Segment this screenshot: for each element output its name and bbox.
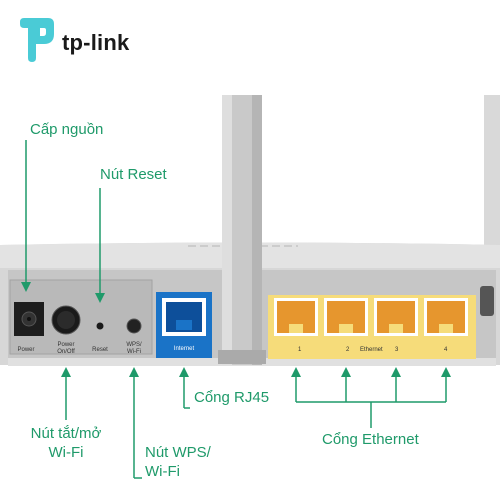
tp-link-logo-icon	[20, 18, 54, 62]
label-wps: WPS/ Wi-Fi	[122, 342, 146, 356]
label-ethernet: Ethernet	[360, 347, 383, 353]
callout-rj45: Cổng RJ45	[194, 389, 270, 406]
label-ethernet-1: 1	[298, 347, 302, 353]
label-wps-line1: WPS/	[126, 342, 142, 348]
label-internet: Internet	[173, 346, 195, 352]
callout-power-input: Cấp nguồn	[30, 121, 104, 138]
callout-wps-line1: Nút WPS/	[145, 444, 211, 461]
label-ethernet-2: 2	[346, 347, 350, 353]
brand-name: tp-link	[62, 30, 130, 55]
lan-port-2	[324, 298, 368, 336]
callout-ethernet: Cổng Ethernet	[322, 431, 419, 448]
label-power-onoff-line2: On/Off	[57, 349, 75, 355]
wps-button-icon	[126, 318, 142, 334]
callout-wps: Nút WPS/ Wi-Fi	[145, 443, 211, 481]
label-ethernet-3: 3	[395, 347, 399, 353]
label-power: Power	[17, 347, 35, 353]
label-ethernet-4: 4	[444, 347, 448, 353]
callout-wps-line2: Wi-Fi	[145, 463, 180, 480]
brand-logo	[16, 16, 56, 64]
lan-port-4	[424, 298, 468, 336]
label-power-onoff: Power On/Off	[52, 342, 80, 356]
callout-power-switch: Nút tắt/mở Wi-Fi	[30, 424, 102, 462]
callout-power-switch-line1: Nút tắt/mở	[30, 425, 102, 442]
callout-reset: Nút Reset	[100, 166, 167, 183]
reset-hole-icon	[96, 322, 104, 330]
lan-port-1	[274, 298, 318, 336]
label-reset: Reset	[92, 347, 108, 353]
label-power-onoff-line1: Power	[57, 342, 75, 348]
arrow-ethernet-group	[291, 367, 451, 428]
lan-port-3	[374, 298, 418, 336]
callout-power-switch-line2: Wi-Fi	[48, 444, 84, 461]
label-wps-line2: Wi-Fi	[127, 349, 141, 355]
